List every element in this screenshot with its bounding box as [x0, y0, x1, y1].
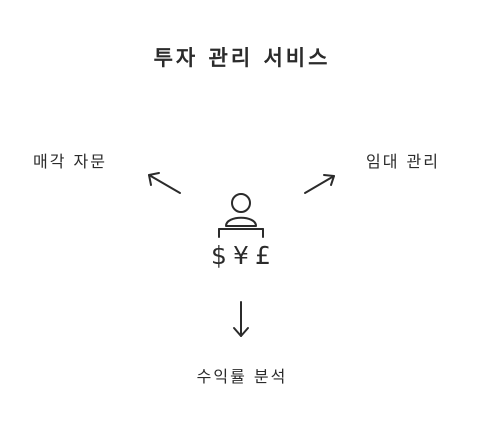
yen-icon: ¥ — [233, 241, 249, 270]
person-body-icon — [225, 216, 257, 227]
branch-label-yield-analysis: 수익률 분석 — [196, 367, 288, 386]
arrow-down-icon — [233, 301, 249, 337]
pound-icon: £ — [255, 241, 271, 270]
dollar-icon: $ — [211, 241, 227, 270]
person-with-currency-icon: $ ¥ £ — [211, 193, 271, 270]
arrow-upper-left-icon — [148, 172, 181, 194]
branch-label-sale-advisory: 매각 자문 — [33, 152, 107, 171]
arrow-upper-right-icon — [304, 174, 335, 194]
branch-label-lease-management: 임대 관리 — [366, 152, 440, 171]
diagram-title: 투자 관리 서비스 — [153, 45, 331, 70]
person-head-icon — [231, 193, 251, 213]
